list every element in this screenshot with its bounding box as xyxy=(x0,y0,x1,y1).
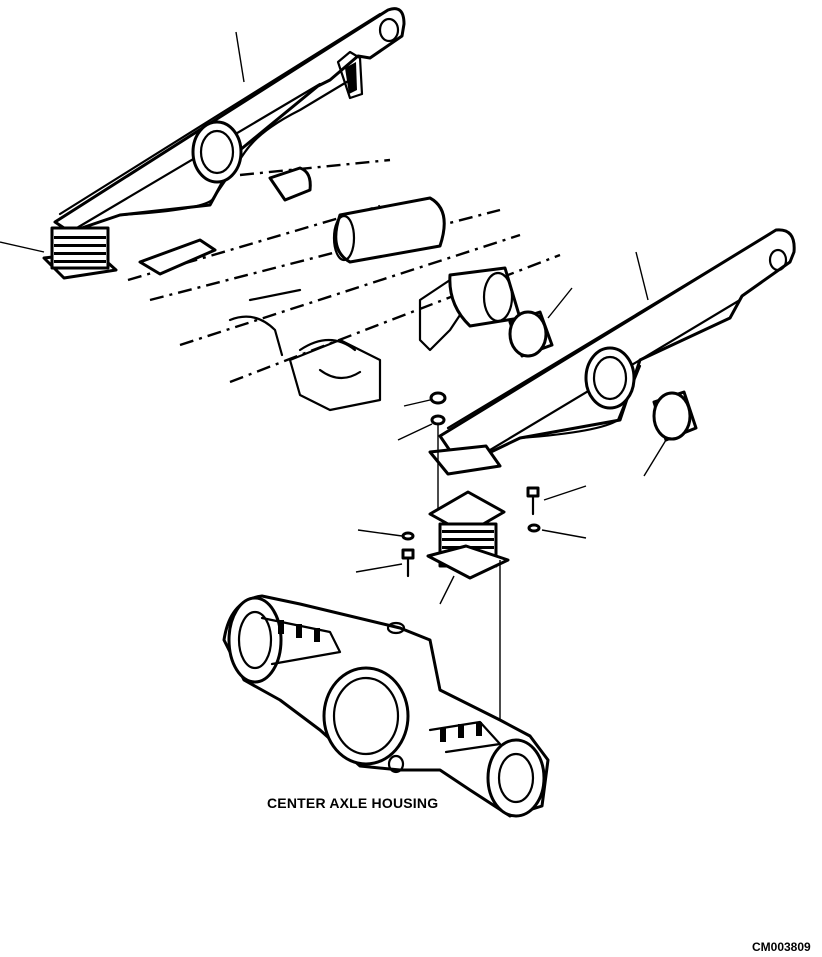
leader-line xyxy=(439,575,455,605)
leader-line xyxy=(547,287,573,319)
center-bracket xyxy=(138,238,472,412)
cross-tube xyxy=(127,158,561,384)
leader-line xyxy=(643,439,667,477)
right-bolt xyxy=(526,485,587,516)
left-small-washer xyxy=(357,529,415,541)
right-pivot-pin xyxy=(448,266,522,328)
second-bushing xyxy=(652,390,698,442)
right-bushing xyxy=(508,310,554,358)
center-rubber-mount xyxy=(426,490,510,580)
figure-code: CM003809 xyxy=(752,940,811,954)
leader-line xyxy=(0,241,45,253)
center-axle-housing xyxy=(222,594,550,818)
upper-washer xyxy=(403,391,447,407)
leader-line xyxy=(635,251,649,301)
center-axle-housing-label: CENTER AXLE HOUSING xyxy=(267,795,439,811)
right-frame-arm xyxy=(428,228,796,476)
right-small-washer xyxy=(527,523,587,539)
leader-line xyxy=(235,31,245,83)
left-rubber-mount xyxy=(42,226,118,280)
lower-washer xyxy=(397,414,446,441)
left-bolt xyxy=(355,548,415,578)
left-frame-arm xyxy=(53,7,406,234)
